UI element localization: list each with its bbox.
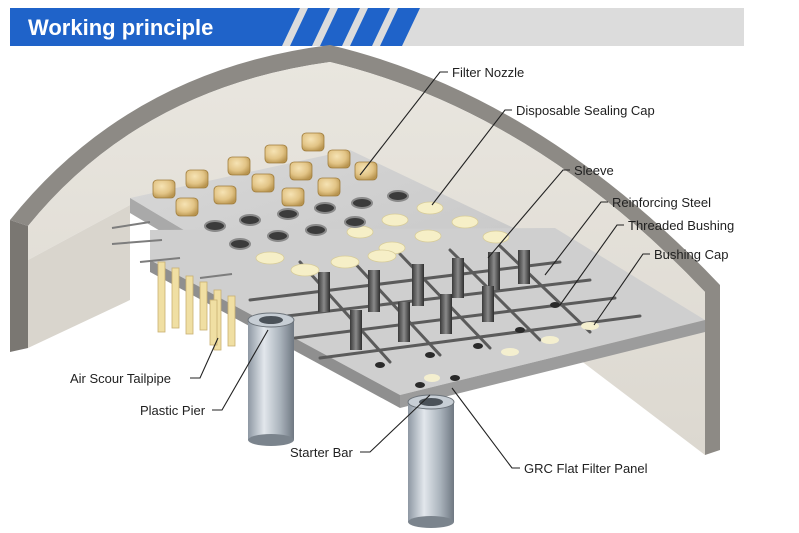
label-plastic-pier: Plastic Pier [140, 403, 206, 418]
slab-holes [375, 302, 560, 388]
label-grc-flat-filter-panel: GRC Flat Filter Panel [524, 461, 648, 476]
leader-plastic-pier [212, 329, 269, 411]
leader-air-scour-tailpipe [190, 337, 219, 379]
vessel-rim [10, 45, 720, 455]
header-stripe [320, 8, 360, 46]
header-stripe [290, 8, 330, 46]
label-disposable-sealing-cap: Disposable Sealing Cap [516, 103, 655, 118]
header-blue-block [10, 8, 300, 46]
bushing-caps [424, 322, 599, 382]
header-band: Working principle [10, 8, 744, 46]
filter-nozzles [152, 132, 378, 217]
plastic-pier-left [247, 312, 295, 446]
leader-bushing-cap [593, 253, 650, 326]
leader-sleeve [487, 169, 570, 259]
sealing-caps [255, 201, 510, 277]
label-starter-bar: Starter Bar [290, 445, 354, 460]
label-sleeve: Sleeve [574, 163, 614, 178]
label-reinforcing-steel: Reinforcing Steel [612, 195, 711, 210]
leader-filter-nozzle [359, 71, 448, 176]
main-slab-top [150, 228, 705, 395]
leader-reinforcing-steel [544, 201, 608, 276]
header-stripe [380, 8, 420, 46]
leader-disposable-sealing-cap [431, 109, 512, 206]
threaded-bushings [318, 250, 530, 350]
label-bushing-cap: Bushing Cap [654, 247, 728, 262]
leader-lines [190, 71, 650, 469]
label-air-scour-tailpipe: Air Scour Tailpipe [70, 371, 171, 386]
plastic-piers [247, 312, 455, 528]
label-threaded-bushing: Threaded Bushing [628, 218, 734, 233]
sleeve-rings [204, 190, 409, 250]
header-stripe [350, 8, 390, 46]
left-side-wall [28, 205, 130, 348]
main-slab-edge [400, 320, 705, 408]
label-filter-nozzle: Filter Nozzle [452, 65, 524, 80]
left-wall-edge [10, 220, 28, 352]
starter-bars [111, 221, 233, 279]
filter-vessel [10, 45, 720, 455]
leader-grc-flat-filter-panel [451, 387, 520, 469]
leader-threaded-bushing [559, 224, 624, 306]
leader-starter-bar [360, 394, 431, 453]
labels: Filter Nozzle Disposable Sealing Cap Sle… [70, 65, 734, 476]
plastic-pier-right [407, 394, 455, 528]
air-scour-tailpipes [157, 261, 236, 351]
page-title: Working principle [28, 15, 213, 40]
vessel-back-wall [28, 62, 705, 455]
